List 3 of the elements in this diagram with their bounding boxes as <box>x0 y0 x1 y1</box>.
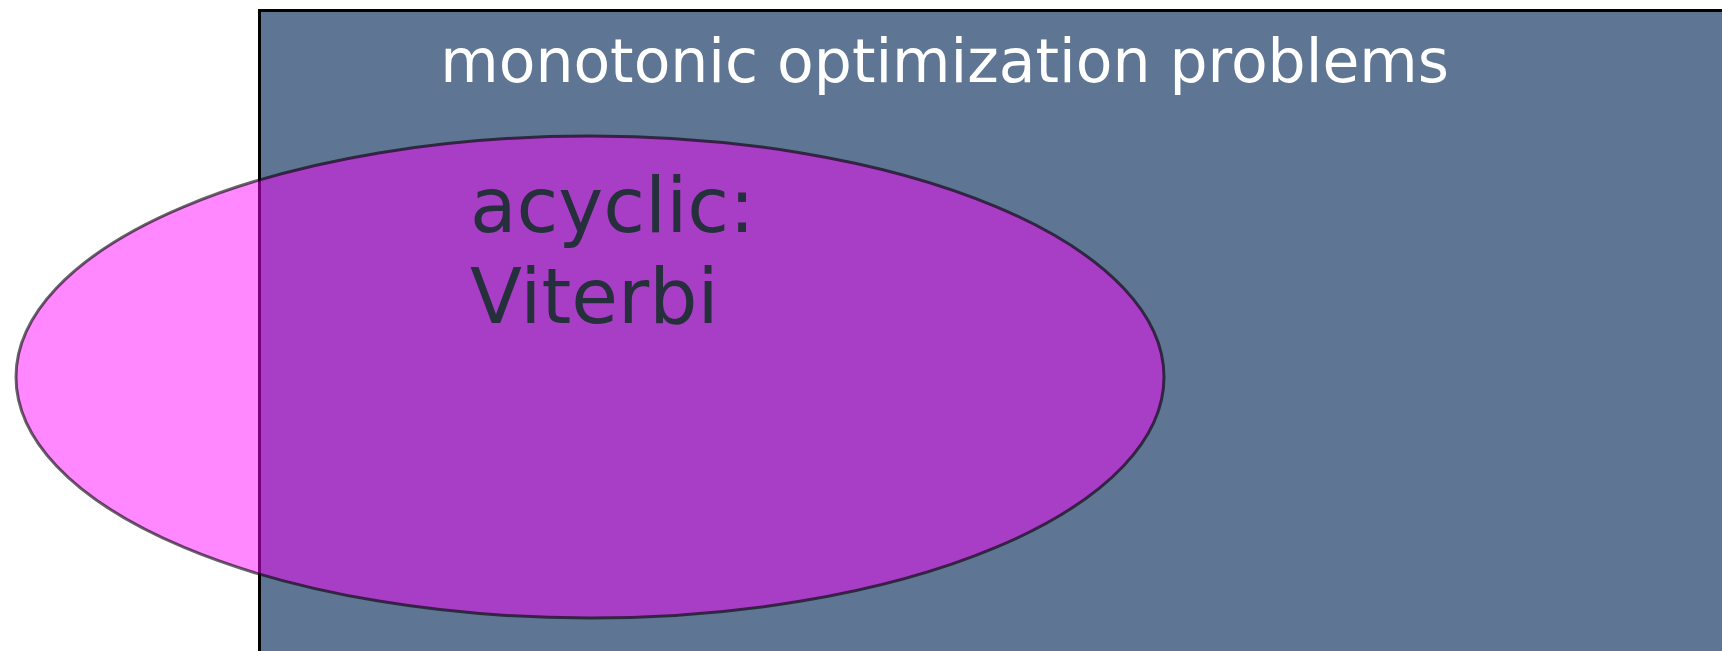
set-label: monotonic optimization problems <box>439 25 1449 97</box>
set-rectangle <box>258 9 1722 651</box>
set-label: acyclic: Viterbi <box>470 160 756 343</box>
